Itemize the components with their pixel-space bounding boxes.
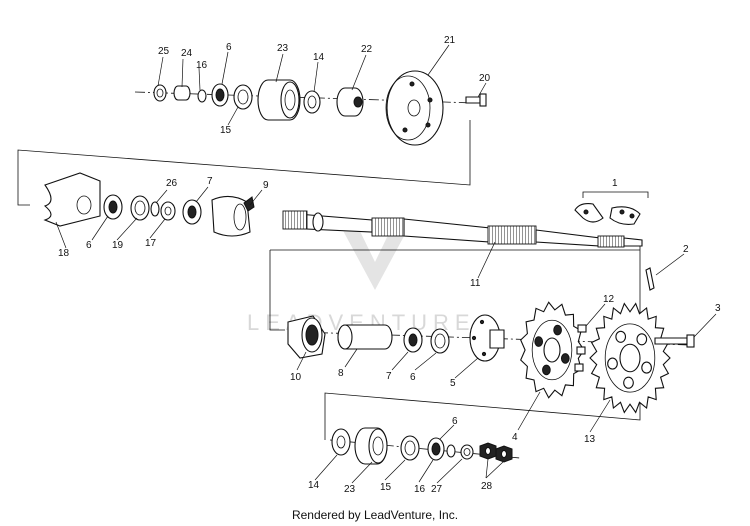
callout-25: 25 [158,46,170,57]
top-assembly [134,70,487,146]
callout-21: 21 [444,35,456,46]
callout-17: 17 [145,238,157,249]
callout-2: 2 [683,244,689,255]
middle-assembly [43,172,255,237]
callout-7: 7 [386,371,392,382]
callout-6: 6 [86,240,92,251]
part-2-clip [645,267,655,291]
part-15-bearing-bottom [400,435,420,461]
part-18-bracket [43,172,101,227]
callout-16: 16 [414,484,426,495]
callout-28: 28 [481,481,493,492]
callout-6: 6 [452,416,458,427]
part-11-axle [282,210,643,248]
part-1-chain-link [574,191,649,225]
callout-4: 4 [512,432,518,443]
callout-10: 10 [290,372,302,383]
part-12-studs [574,324,587,372]
watermark: LEADVENTURE [247,225,470,335]
footer-credit: Rendered by LeadVenture, Inc. [291,508,459,522]
callout-23: 23 [344,484,356,495]
part-19-bearing [130,195,150,221]
part-26-ring [150,201,160,217]
bottom-assembly [329,427,521,465]
part-25-washer [153,84,167,102]
part-9-housing [211,195,251,237]
part-3-bolt [654,334,695,348]
part-16-oring-bottom [446,444,456,458]
part-15-bearing [233,84,253,110]
callout-14: 14 [313,52,325,63]
part-20-bolt [465,96,481,104]
callout-16: 16 [196,60,208,71]
callout-23: 23 [277,43,289,54]
callout-15: 15 [380,482,392,493]
callout-27: 27 [431,484,443,495]
part-24-spacer [173,85,191,101]
part-17-spacer [160,201,176,221]
callout-7: 7 [207,176,213,187]
part-14-seal [303,90,321,114]
callout-24: 24 [181,48,193,59]
callout-20: 20 [479,73,491,84]
callout-5: 5 [450,378,456,389]
callout-11: 11 [470,278,481,289]
part-27-washer [460,444,474,460]
part-4-sprocket [520,301,585,399]
part-22-hub [336,87,364,117]
callout-3: 3 [715,303,721,314]
callout-14: 14 [308,480,320,491]
callout-22: 22 [361,44,373,55]
callout-13: 13 [584,434,596,445]
part-6-seal-low [430,328,450,354]
callout-9: 9 [263,180,269,191]
callout-26: 26 [166,178,178,189]
callout-8: 8 [338,368,344,379]
callout-1: 1 [612,178,618,189]
callout-18: 18 [58,248,70,259]
part-13-sprocket [589,302,671,414]
callout-12: 12 [603,294,615,305]
part-16-oring [197,89,207,103]
callout-6: 6 [410,372,416,383]
leader-lines [55,44,717,484]
callout-19: 19 [112,240,124,251]
part-14-seal-bottom [331,428,351,456]
callout-6: 6 [226,42,232,53]
callout-15: 15 [220,125,232,136]
